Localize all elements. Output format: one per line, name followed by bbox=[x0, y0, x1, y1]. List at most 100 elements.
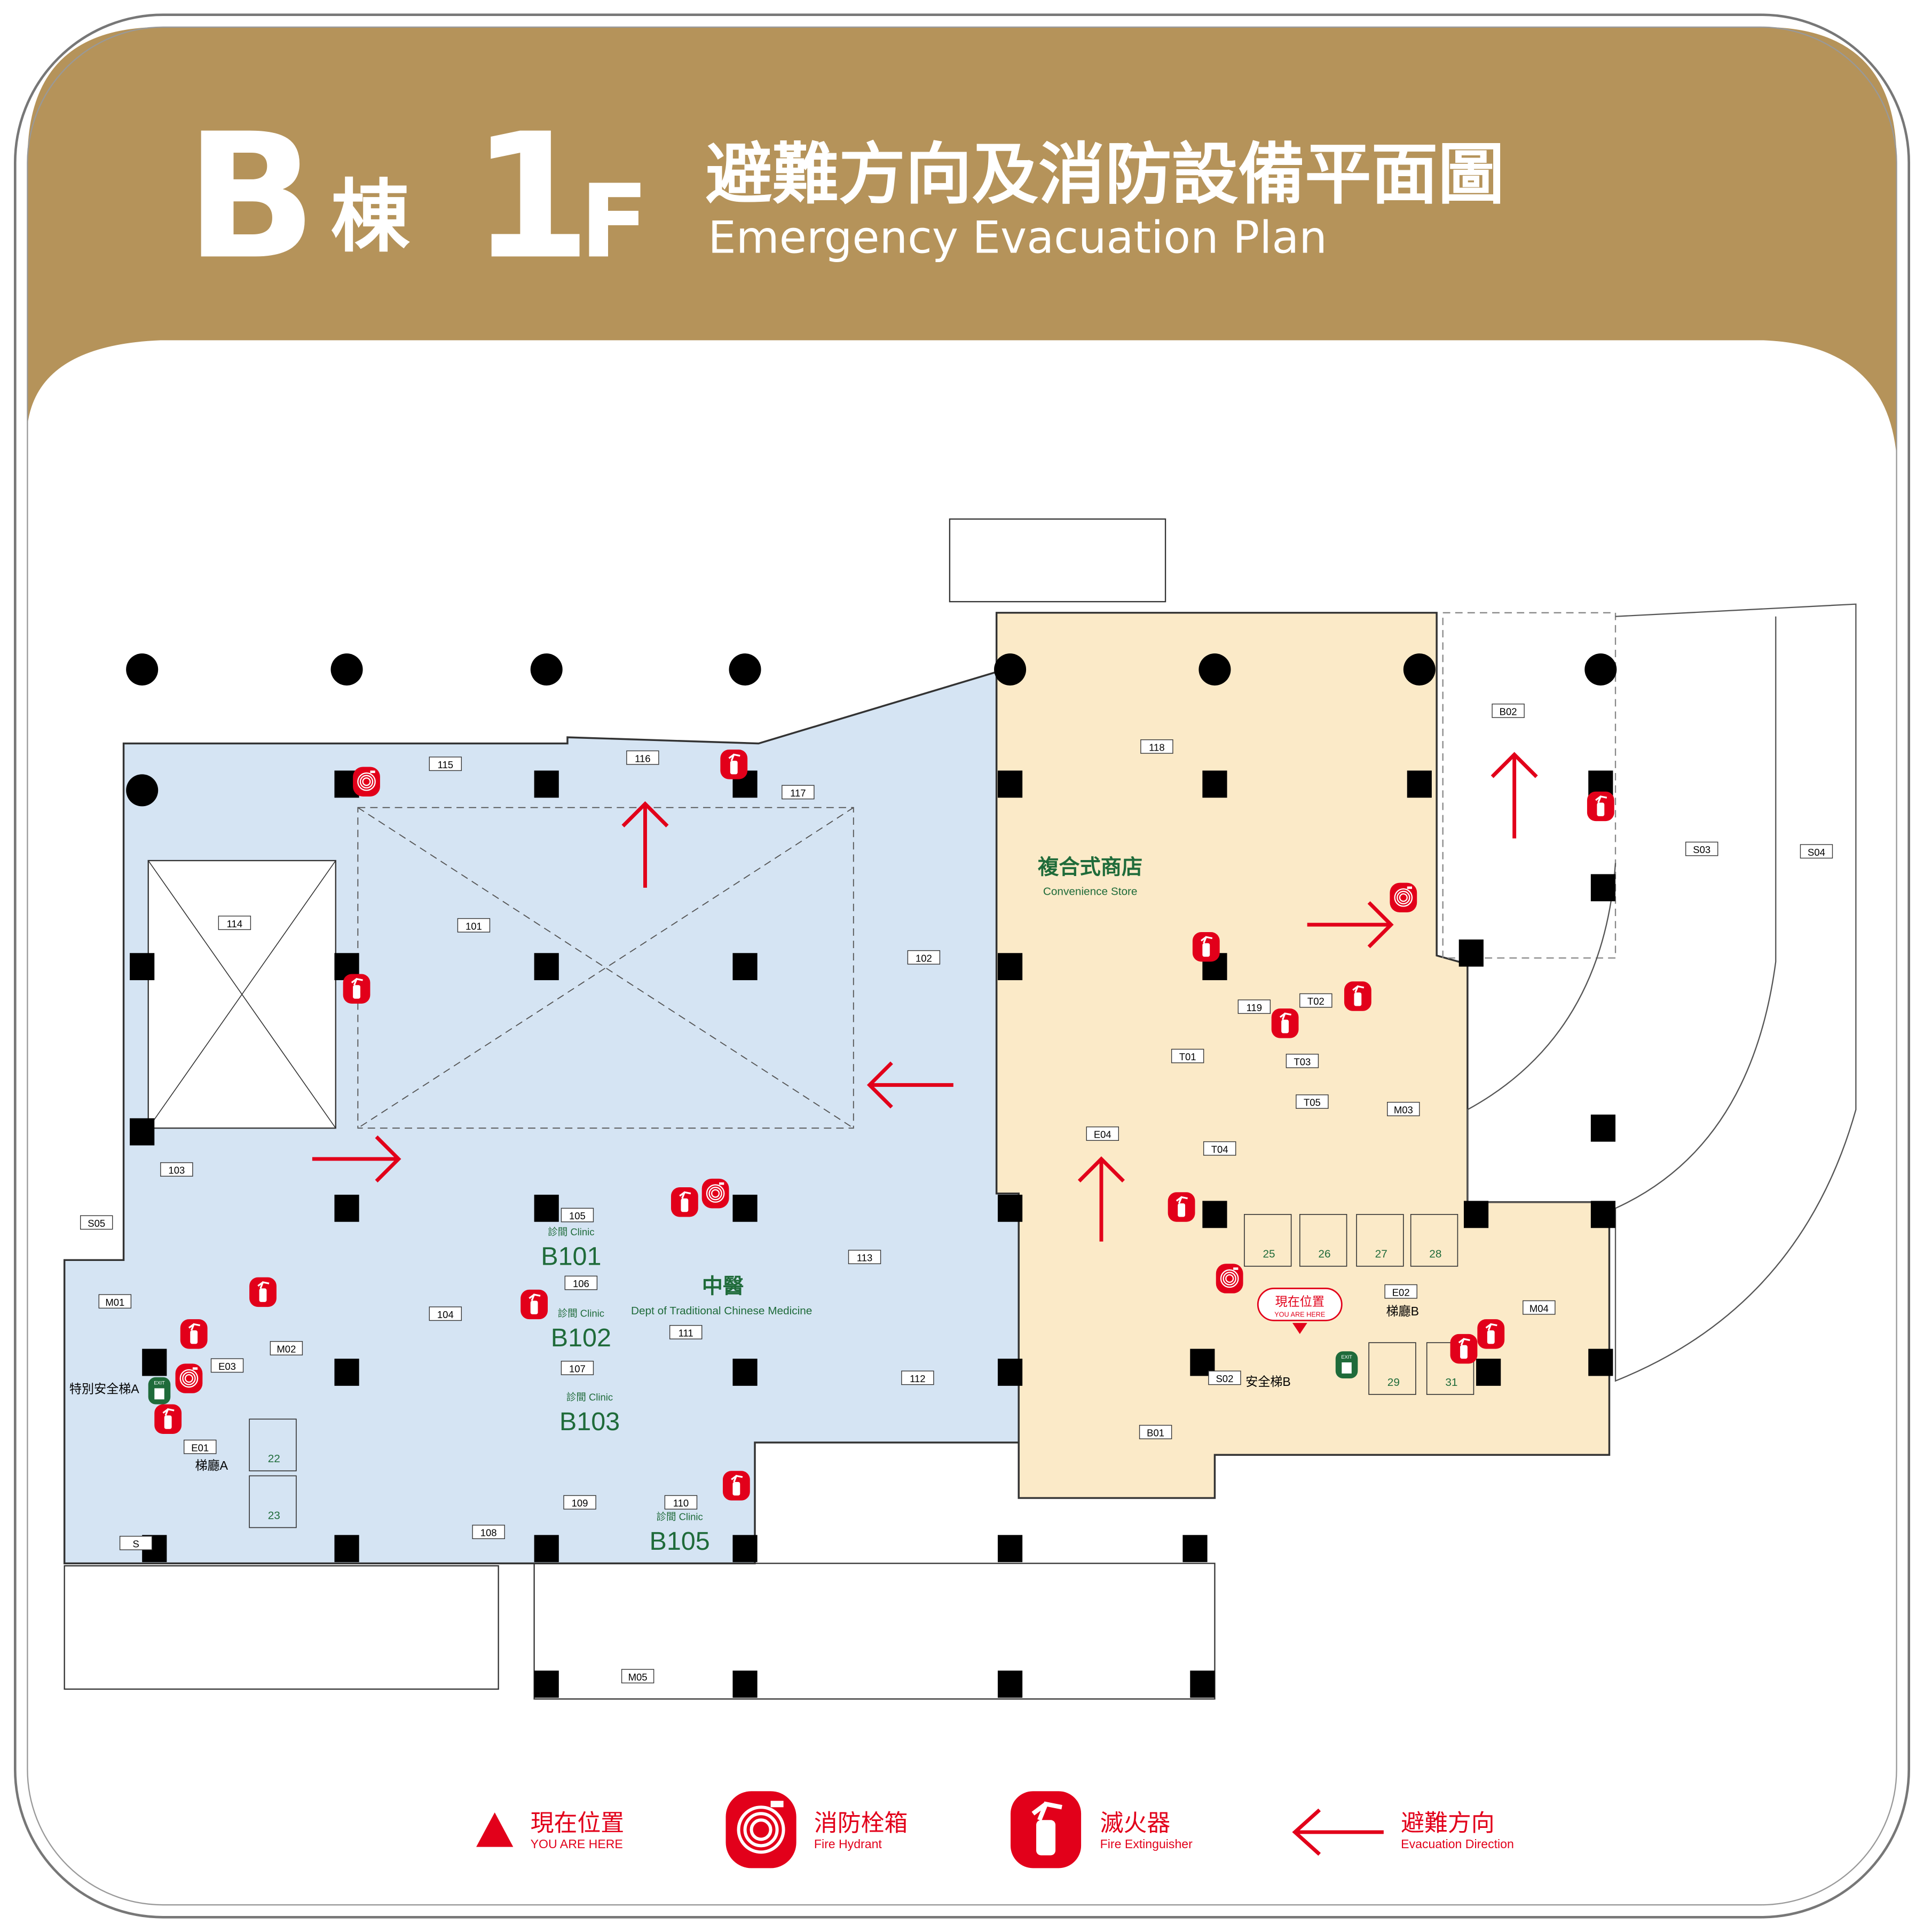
fire-extinguisher-icon bbox=[1010, 1791, 1082, 1868]
clinic-caption: 診間 Clinic bbox=[548, 1226, 594, 1237]
round-column bbox=[126, 774, 159, 807]
room-tag bbox=[1523, 1300, 1556, 1315]
room-label: M01 bbox=[105, 1297, 124, 1308]
room-label: 115 bbox=[438, 759, 453, 770]
fire-hydrant-icon bbox=[353, 767, 380, 797]
elevator-number: 22 bbox=[268, 1453, 280, 1465]
elevator-number: 28 bbox=[1429, 1248, 1441, 1260]
room-tag bbox=[80, 1215, 113, 1230]
evacuation-arrow-icon bbox=[1077, 1156, 1125, 1242]
fire-extinguisher-icon bbox=[521, 1289, 548, 1320]
structural-columns bbox=[126, 653, 1617, 1698]
room-label: 109 bbox=[572, 1497, 588, 1509]
evacuation-arrow-icon bbox=[312, 1135, 401, 1182]
room-label: 103 bbox=[168, 1165, 185, 1176]
elevator-number: 25 bbox=[1263, 1248, 1275, 1260]
fire-hydrant-icon bbox=[1390, 882, 1417, 913]
room-tag bbox=[626, 750, 659, 765]
room-tag bbox=[669, 1325, 703, 1339]
you-are-here-zh: 現在位置 bbox=[1275, 1295, 1324, 1308]
fire-extinguisher-icon bbox=[1168, 1192, 1195, 1222]
square-column bbox=[997, 1670, 1023, 1698]
room-label: 101 bbox=[466, 920, 482, 932]
you-are-here-en: YOU ARE HERE bbox=[1274, 1311, 1325, 1319]
legend-you-are-here-zh: 現在位置 bbox=[531, 1810, 625, 1836]
fire-extinguisher-icon bbox=[1587, 791, 1614, 822]
room-label: S bbox=[132, 1538, 139, 1549]
square-column bbox=[1476, 1359, 1501, 1386]
square-column bbox=[997, 1194, 1023, 1222]
room-label: E04 bbox=[1094, 1129, 1111, 1140]
room-tag bbox=[1685, 841, 1718, 856]
fire-extinguisher-icon bbox=[249, 1277, 277, 1307]
round-column bbox=[530, 653, 563, 686]
square-column bbox=[732, 1359, 758, 1386]
room-tag bbox=[1384, 1284, 1417, 1299]
room-label: M02 bbox=[277, 1344, 296, 1355]
square-column bbox=[1190, 1670, 1215, 1698]
elevator-shaft bbox=[1244, 1214, 1292, 1267]
roof-outline bbox=[949, 518, 1166, 603]
south-west-annex bbox=[64, 1565, 499, 1690]
room-label: 110 bbox=[673, 1497, 689, 1509]
square-column bbox=[534, 1670, 559, 1698]
square-column bbox=[334, 1194, 359, 1222]
evacuation-arrow-icon bbox=[1491, 752, 1538, 839]
fire-extinguisher-icon bbox=[154, 1404, 182, 1434]
room-label: 112 bbox=[910, 1373, 925, 1384]
room-label: S03 bbox=[1693, 844, 1710, 855]
elevator-number: 26 bbox=[1318, 1248, 1330, 1260]
fire-extinguisher-icon bbox=[722, 1471, 750, 1501]
room-tag bbox=[1492, 704, 1525, 718]
clinic-caption: 診間 Clinic bbox=[657, 1511, 703, 1523]
room-tag bbox=[218, 916, 251, 930]
room-tag bbox=[119, 1535, 153, 1550]
spiral-stair bbox=[1614, 603, 1857, 1382]
clinic-caption: 診間 Clinic bbox=[566, 1392, 613, 1403]
square-column bbox=[1588, 1349, 1613, 1376]
legend-evacuation-direction-en: Evacuation Direction bbox=[1401, 1837, 1514, 1851]
room-tag bbox=[210, 1358, 244, 1373]
tcm-name-en: Dept of Traditional Chinese Medicine bbox=[631, 1305, 812, 1317]
elevator-number: 27 bbox=[1375, 1248, 1387, 1260]
south-annex bbox=[533, 1563, 1216, 1700]
square-column bbox=[1202, 770, 1227, 798]
room-tag bbox=[848, 1250, 881, 1264]
square-column bbox=[1182, 1535, 1208, 1563]
floor-number: 1 bbox=[471, 97, 592, 297]
building-letter: B bbox=[185, 97, 317, 297]
room-tag bbox=[907, 950, 941, 965]
fire-extinguisher-icon bbox=[1450, 1334, 1478, 1364]
store-name-en: Convenience Store bbox=[1043, 886, 1138, 898]
store-name-zh: 複合式商店 bbox=[1038, 855, 1142, 879]
room-label: E01 bbox=[191, 1442, 209, 1453]
stair-a-label: 特別安全梯A bbox=[69, 1382, 139, 1396]
title-zh: 避難方向及消防設備平面圖 bbox=[706, 136, 1504, 214]
room-tag bbox=[564, 1275, 598, 1290]
square-column bbox=[997, 1535, 1023, 1563]
room-tag bbox=[270, 1341, 303, 1355]
room-tag bbox=[563, 1495, 596, 1510]
room-label: 105 bbox=[569, 1210, 586, 1221]
stair-b-label: 安全梯B bbox=[1245, 1375, 1291, 1389]
you-are-here-bubble bbox=[1257, 1288, 1343, 1321]
room-label: E03 bbox=[218, 1361, 236, 1372]
round-column bbox=[1198, 653, 1231, 686]
room-label: 104 bbox=[437, 1309, 454, 1320]
legend-evacuation-arrow-icon bbox=[1292, 1808, 1384, 1856]
square-column bbox=[130, 1118, 155, 1146]
square-column bbox=[997, 1359, 1023, 1386]
room-label: 111 bbox=[679, 1328, 693, 1339]
inner-frame bbox=[27, 26, 1897, 1906]
fire-extinguisher-icon bbox=[1192, 932, 1220, 962]
room-tag bbox=[429, 1306, 462, 1321]
round-column bbox=[729, 653, 761, 686]
room-tag bbox=[1237, 999, 1271, 1014]
clinic-caption: 診間 Clinic bbox=[558, 1308, 604, 1319]
exit-label: EXIT bbox=[154, 1381, 165, 1386]
room-label: 108 bbox=[480, 1527, 497, 1539]
legend-evacuation-direction-zh: 避難方向 bbox=[1401, 1810, 1495, 1836]
square-column bbox=[1463, 1201, 1489, 1228]
